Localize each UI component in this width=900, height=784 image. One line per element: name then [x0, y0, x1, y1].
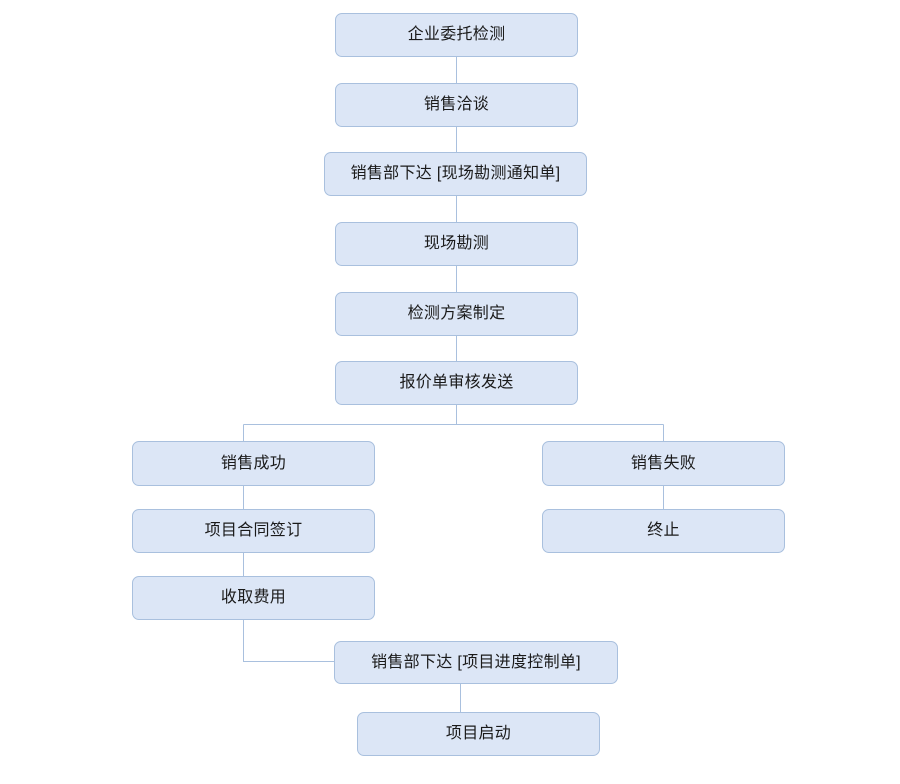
node-quotation-review-send[interactable]: 报价单审核发送	[335, 361, 578, 405]
node-label: 现场勘测	[423, 235, 490, 252]
node-terminate[interactable]: 终止	[542, 509, 785, 553]
node-label: 销售失败	[630, 454, 697, 472]
node-sales-negotiation[interactable]: 销售洽谈	[335, 83, 578, 127]
node-collect-fees[interactable]: 收取费用	[132, 576, 375, 620]
node-label: 项目合同签订	[204, 522, 303, 539]
node-sales-dept-issue-site-survey-notice[interactable]: 销售部下达 [现场勘测通知单]	[324, 152, 587, 196]
node-label: 项目启动	[445, 725, 512, 742]
node-test-plan-formulation[interactable]: 检测方案制定	[335, 292, 578, 336]
node-label: 销售洽谈	[423, 96, 490, 113]
node-enterprise-commission-test[interactable]: 企业委托检测	[335, 13, 578, 57]
node-site-survey[interactable]: 现场勘测	[335, 222, 578, 266]
node-project-start[interactable]: 项目启动	[357, 712, 600, 756]
node-label: 企业委托检测	[407, 26, 506, 43]
node-label: 终止	[647, 522, 680, 539]
node-sales-success[interactable]: 销售成功	[132, 441, 375, 486]
node-label: 检测方案制定	[407, 305, 506, 322]
node-label: 报价单审核发送	[399, 374, 514, 391]
node-label: 销售部下达 [现场勘测通知单]	[350, 165, 561, 182]
connector-n11-n12	[242, 620, 334, 663]
node-label: 收取费用	[220, 589, 287, 606]
node-label: 销售成功	[220, 454, 287, 472]
node-project-contract-signing[interactable]: 项目合同签订	[132, 509, 375, 553]
node-label: 销售部下达 [项目进度控制单]	[371, 653, 581, 671]
node-sales-failure[interactable]: 销售失败	[542, 441, 785, 486]
node-sales-dept-issue-project-progress-control-sheet[interactable]: 销售部下达 [项目进度控制单]	[334, 641, 618, 684]
